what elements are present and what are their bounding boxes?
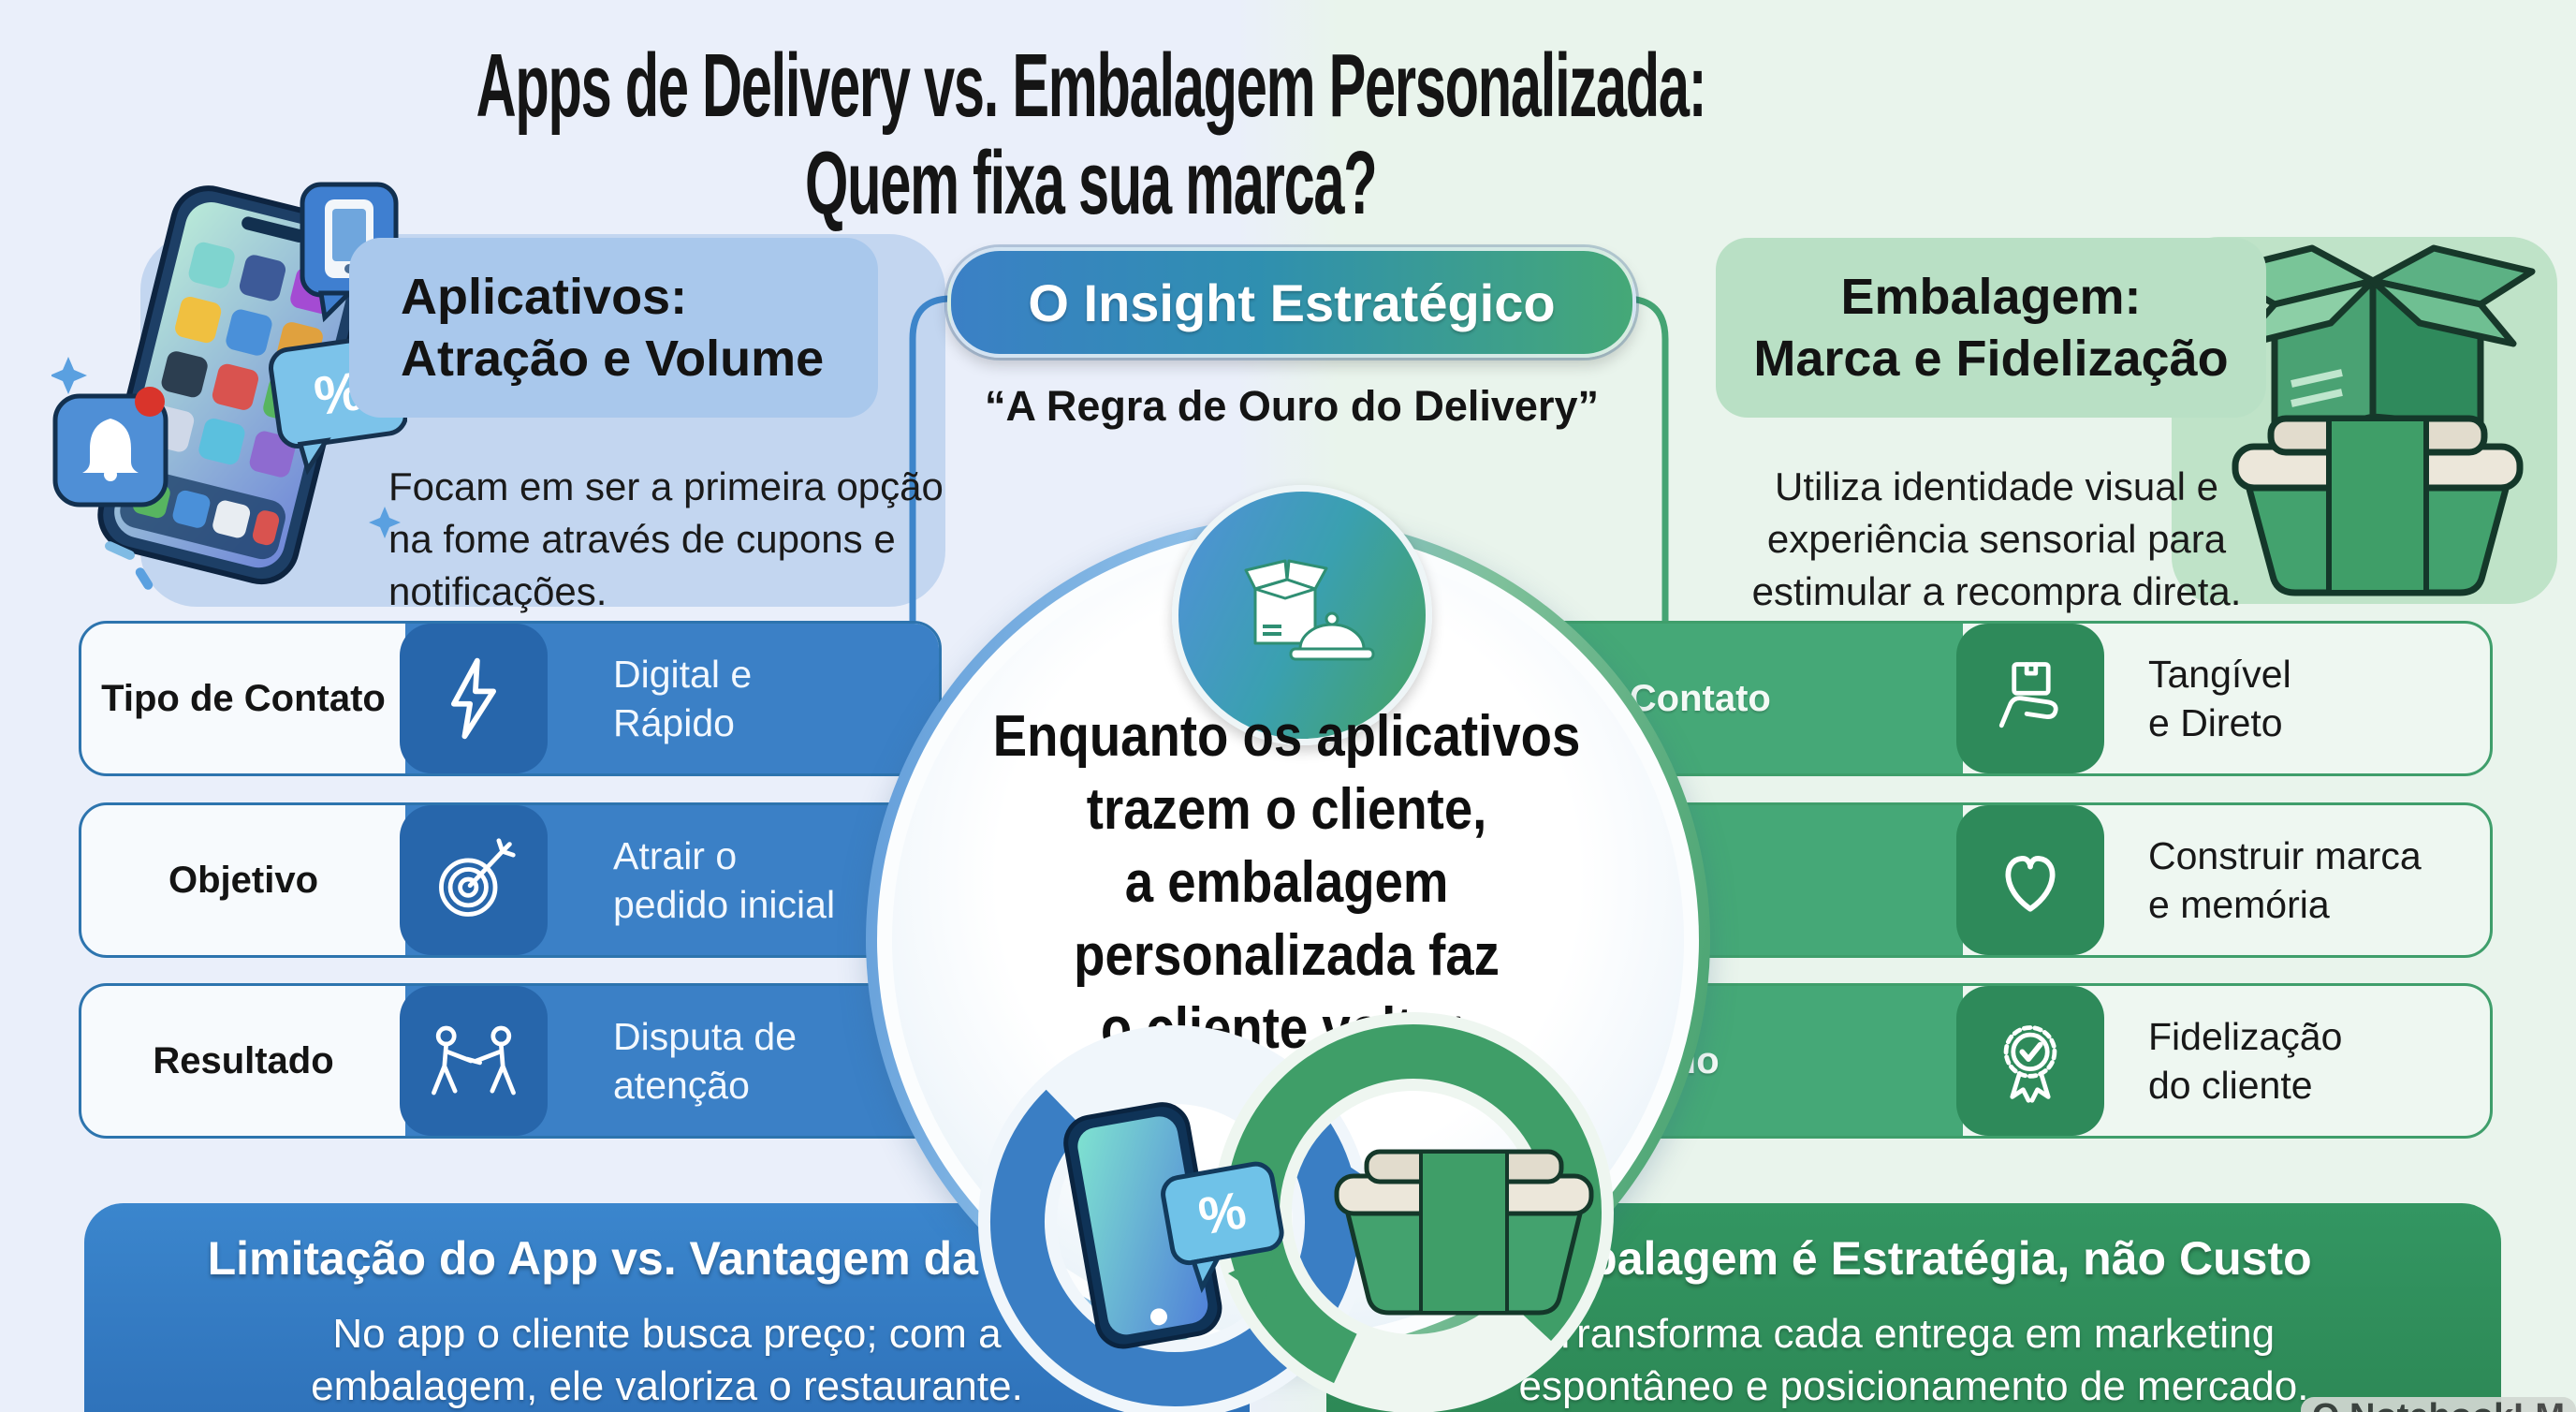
left-row-contact: Tipo de Contato Digital e Rápido	[79, 621, 942, 776]
package-cloche-icon	[1244, 559, 1375, 661]
lightning-icon	[400, 624, 548, 773]
left-column-description: Focam em ser a primeira opção na fome at…	[388, 464, 944, 613]
bell-notification-icon	[52, 387, 168, 507]
golden-rule-quote: “A Regra de Ouro do Delivery”	[985, 382, 1599, 430]
page-title-line2: Quem fixa sua marca?	[804, 133, 1378, 233]
right-column-header: Embalagem: Marca e Fidelização	[1716, 238, 2266, 418]
svg-text:%: %	[1194, 1180, 1251, 1246]
row-value: Tangível e Direto	[2148, 653, 2291, 744]
left-header-line1: Aplicativos:	[401, 269, 688, 325]
tug-of-war-icon	[400, 986, 548, 1136]
insight-badge	[1172, 485, 1432, 745]
row-value: Digital e Rápido	[613, 653, 753, 744]
page-title: Apps de Delivery vs. Embalagem Personali…	[0, 37, 2181, 232]
right-column-description: Utiliza identidade visual e experiência …	[1751, 464, 2242, 613]
right-footer-title: Embalagem é Estratégia, não Custo	[1515, 1232, 2312, 1285]
loop-arrows-illustration: %	[978, 1012, 1614, 1412]
row-label: Resultado	[153, 1039, 334, 1081]
row-value: Fidelização do cliente	[2148, 1015, 2343, 1107]
page-title-line1: Apps de Delivery vs. Embalagem Personali…	[476, 36, 1706, 136]
watermark: O NotebookLM	[2301, 1397, 2576, 1412]
hand-box-icon	[1956, 624, 2104, 773]
left-column-header: Aplicativos: Atração e Volume	[349, 238, 878, 418]
left-header-line2: Atração e Volume	[401, 331, 825, 387]
smartphone-illustration: %	[51, 182, 407, 590]
left-row-objective: Objetivo Atrair o pedido inicial	[79, 802, 942, 958]
loop-phone-icon: %	[1063, 1102, 1284, 1349]
loop-percent-bubble: %	[1161, 1161, 1284, 1294]
takeout-container-icon	[2232, 415, 2524, 596]
medal-icon	[1956, 986, 2104, 1136]
row-value: Construir marca e memória	[2148, 834, 2422, 926]
left-footer-title: Limitação do App vs. Vantagem da Marca	[207, 1232, 1127, 1285]
heart-icon	[1956, 805, 2104, 955]
left-row-result: Resultado Disputa de atenção	[79, 983, 942, 1139]
right-header-line2: Marca e Fidelização	[1753, 331, 2229, 387]
target-icon	[400, 805, 548, 955]
insight-header-pill: O Insight Estratégico	[947, 247, 1636, 358]
row-label: Objetivo	[168, 859, 319, 901]
right-header-line1: Embalagem:	[1840, 269, 2142, 325]
row-value: Disputa de atenção	[613, 1015, 798, 1107]
row-label: Tipo de Contato	[101, 677, 386, 719]
left-footer-body: No app o cliente busca preço; com a emba…	[311, 1311, 1023, 1409]
right-footer-body: Transforma cada entrega em marketing esp…	[1518, 1311, 2309, 1409]
sparkle-icons	[51, 357, 401, 590]
row-value: Atrair o pedido inicial	[613, 834, 836, 926]
loop-container-icon	[1334, 1149, 1594, 1316]
